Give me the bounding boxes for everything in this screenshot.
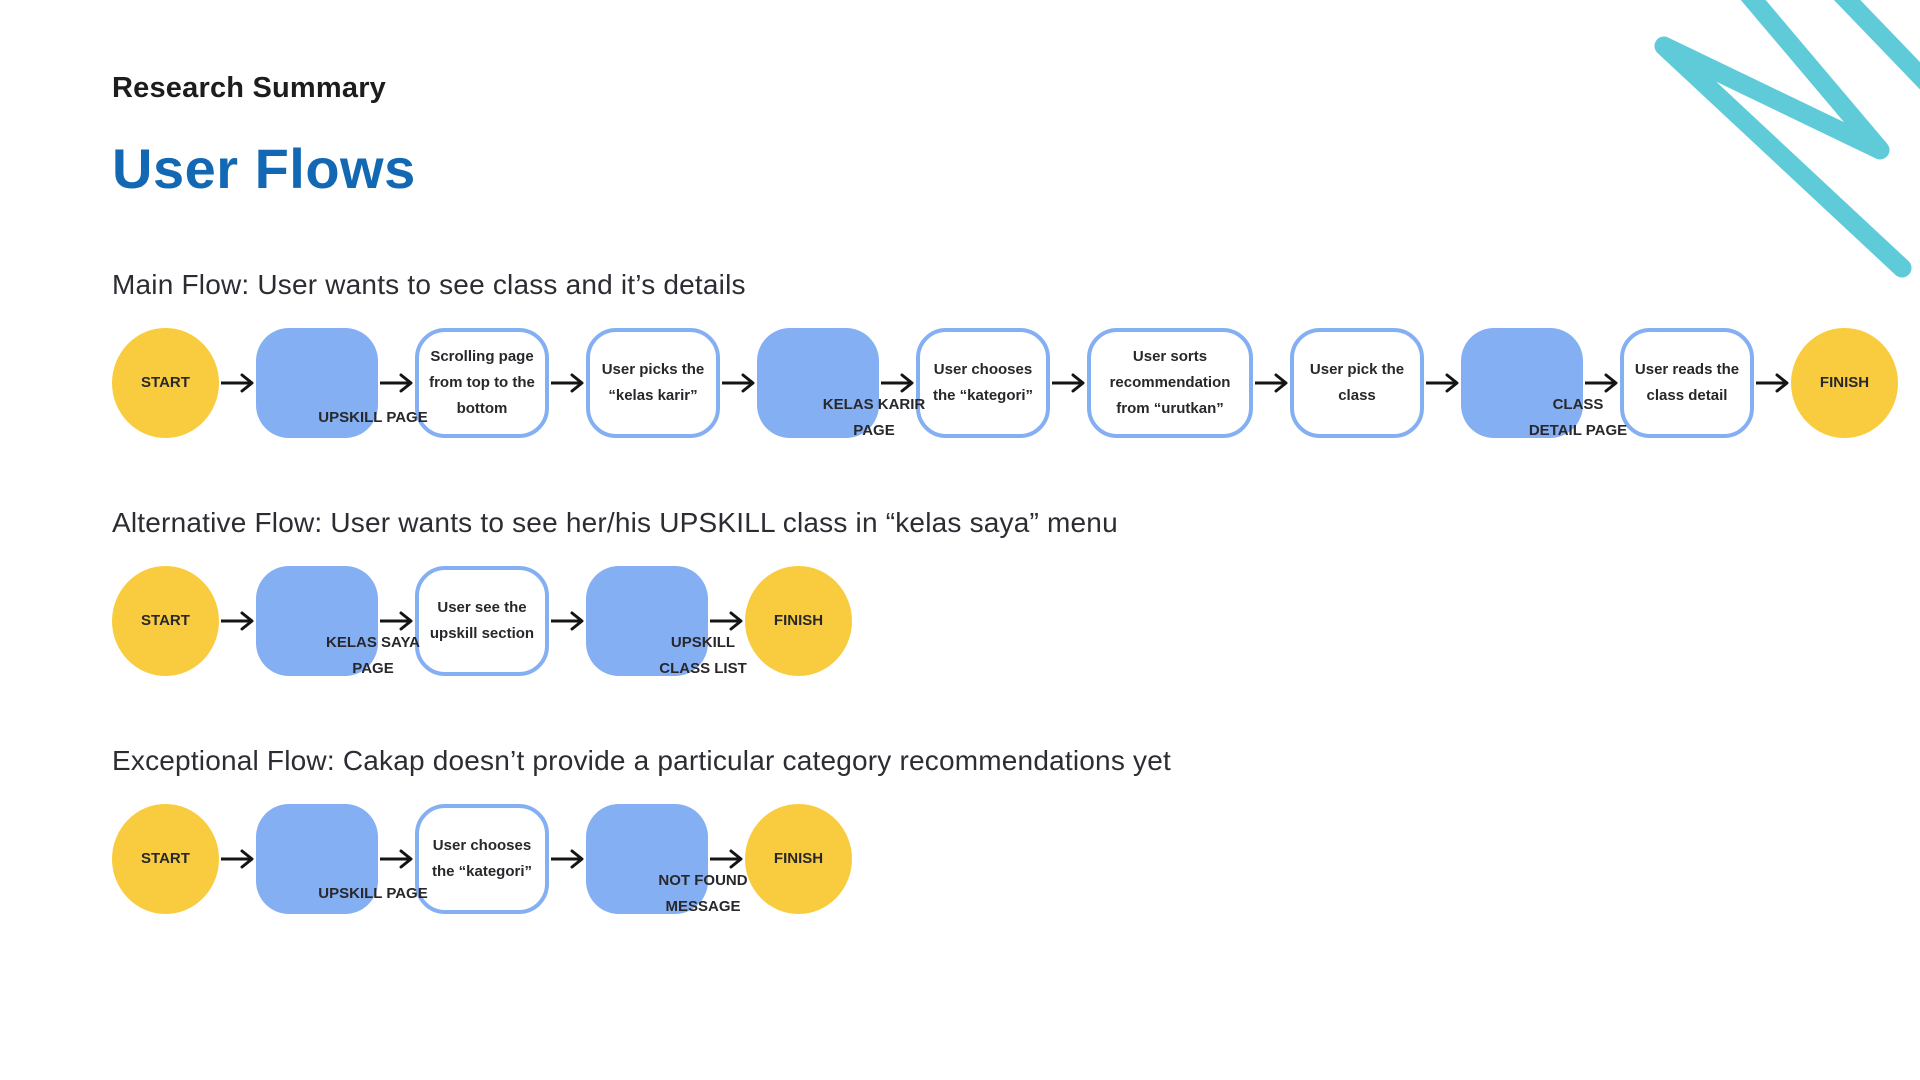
flow-arrow-icon (551, 849, 584, 869)
flow-heading-main-flow: Main Flow: User wants to see class and i… (112, 269, 746, 300)
flow-node-label: UPSKILL PAGE (318, 409, 428, 426)
flow-node-label: START (141, 850, 190, 867)
flow-node-finish: FINISH (745, 566, 852, 676)
flow-section-alternative-flow: Alternative Flow: User wants to see her/… (112, 506, 1920, 677)
flow-node-step: User picks the“kelas karir” (586, 328, 720, 438)
flow-arrow-icon (722, 373, 755, 393)
flow-arrow-icon (1426, 373, 1459, 393)
flow-node-finish: FINISH (1791, 328, 1898, 438)
flow-section-main-flow: Main Flow: User wants to see class and i… (112, 268, 1920, 439)
flow-arrow-icon (380, 849, 413, 869)
flow-arrow-icon (1585, 373, 1618, 393)
flow-heading-exceptional-flow: Exceptional Flow: Cakap doesn’t provide … (112, 745, 1171, 776)
flow-node-label: FINISH (773, 850, 824, 867)
flow-arrow-icon (1756, 373, 1789, 393)
flow-node-label: START (141, 374, 190, 391)
research-summary-label: Research Summary (112, 72, 387, 104)
flow-arrow-icon (380, 611, 413, 631)
user-flows-title: User Flows (112, 137, 416, 200)
flow-node-start: START (112, 804, 219, 914)
flow-node-label: FINISH (773, 612, 824, 629)
flow-node-label: FINISH (1819, 374, 1870, 391)
flow-arrow-icon (380, 373, 413, 393)
flow-node-finish: FINISH (745, 804, 852, 914)
flow-node-page: UPSKILL PAGE (256, 804, 428, 914)
flow-arrow-icon (221, 373, 254, 393)
flow-node-start: START (112, 328, 219, 438)
flow-arrow-icon (551, 611, 584, 631)
flow-arrow-icon (1255, 373, 1288, 393)
flow-arrow-icon (551, 373, 584, 393)
flow-arrow-icon (1052, 373, 1085, 393)
flow-node-label: User picks the“kelas karir” (601, 361, 705, 404)
flow-node-label: UPSKILL PAGE (318, 885, 428, 902)
flow-arrow-icon (221, 611, 254, 631)
flows-container: Main Flow: User wants to see class and i… (112, 268, 1920, 915)
flow-arrow-icon (881, 373, 914, 393)
flow-arrow-icon (710, 611, 743, 631)
flow-node-label: START (141, 612, 190, 629)
flow-arrow-icon (710, 849, 743, 869)
flow-arrow-icon (221, 849, 254, 869)
flow-node-start: START (112, 566, 219, 676)
flow-heading-alternative-flow: Alternative Flow: User wants to see her/… (112, 507, 1118, 538)
flow-section-exceptional-flow: Exceptional Flow: Cakap doesn’t provide … (112, 744, 1920, 915)
flow-node-page: UPSKILL PAGE (256, 328, 428, 438)
